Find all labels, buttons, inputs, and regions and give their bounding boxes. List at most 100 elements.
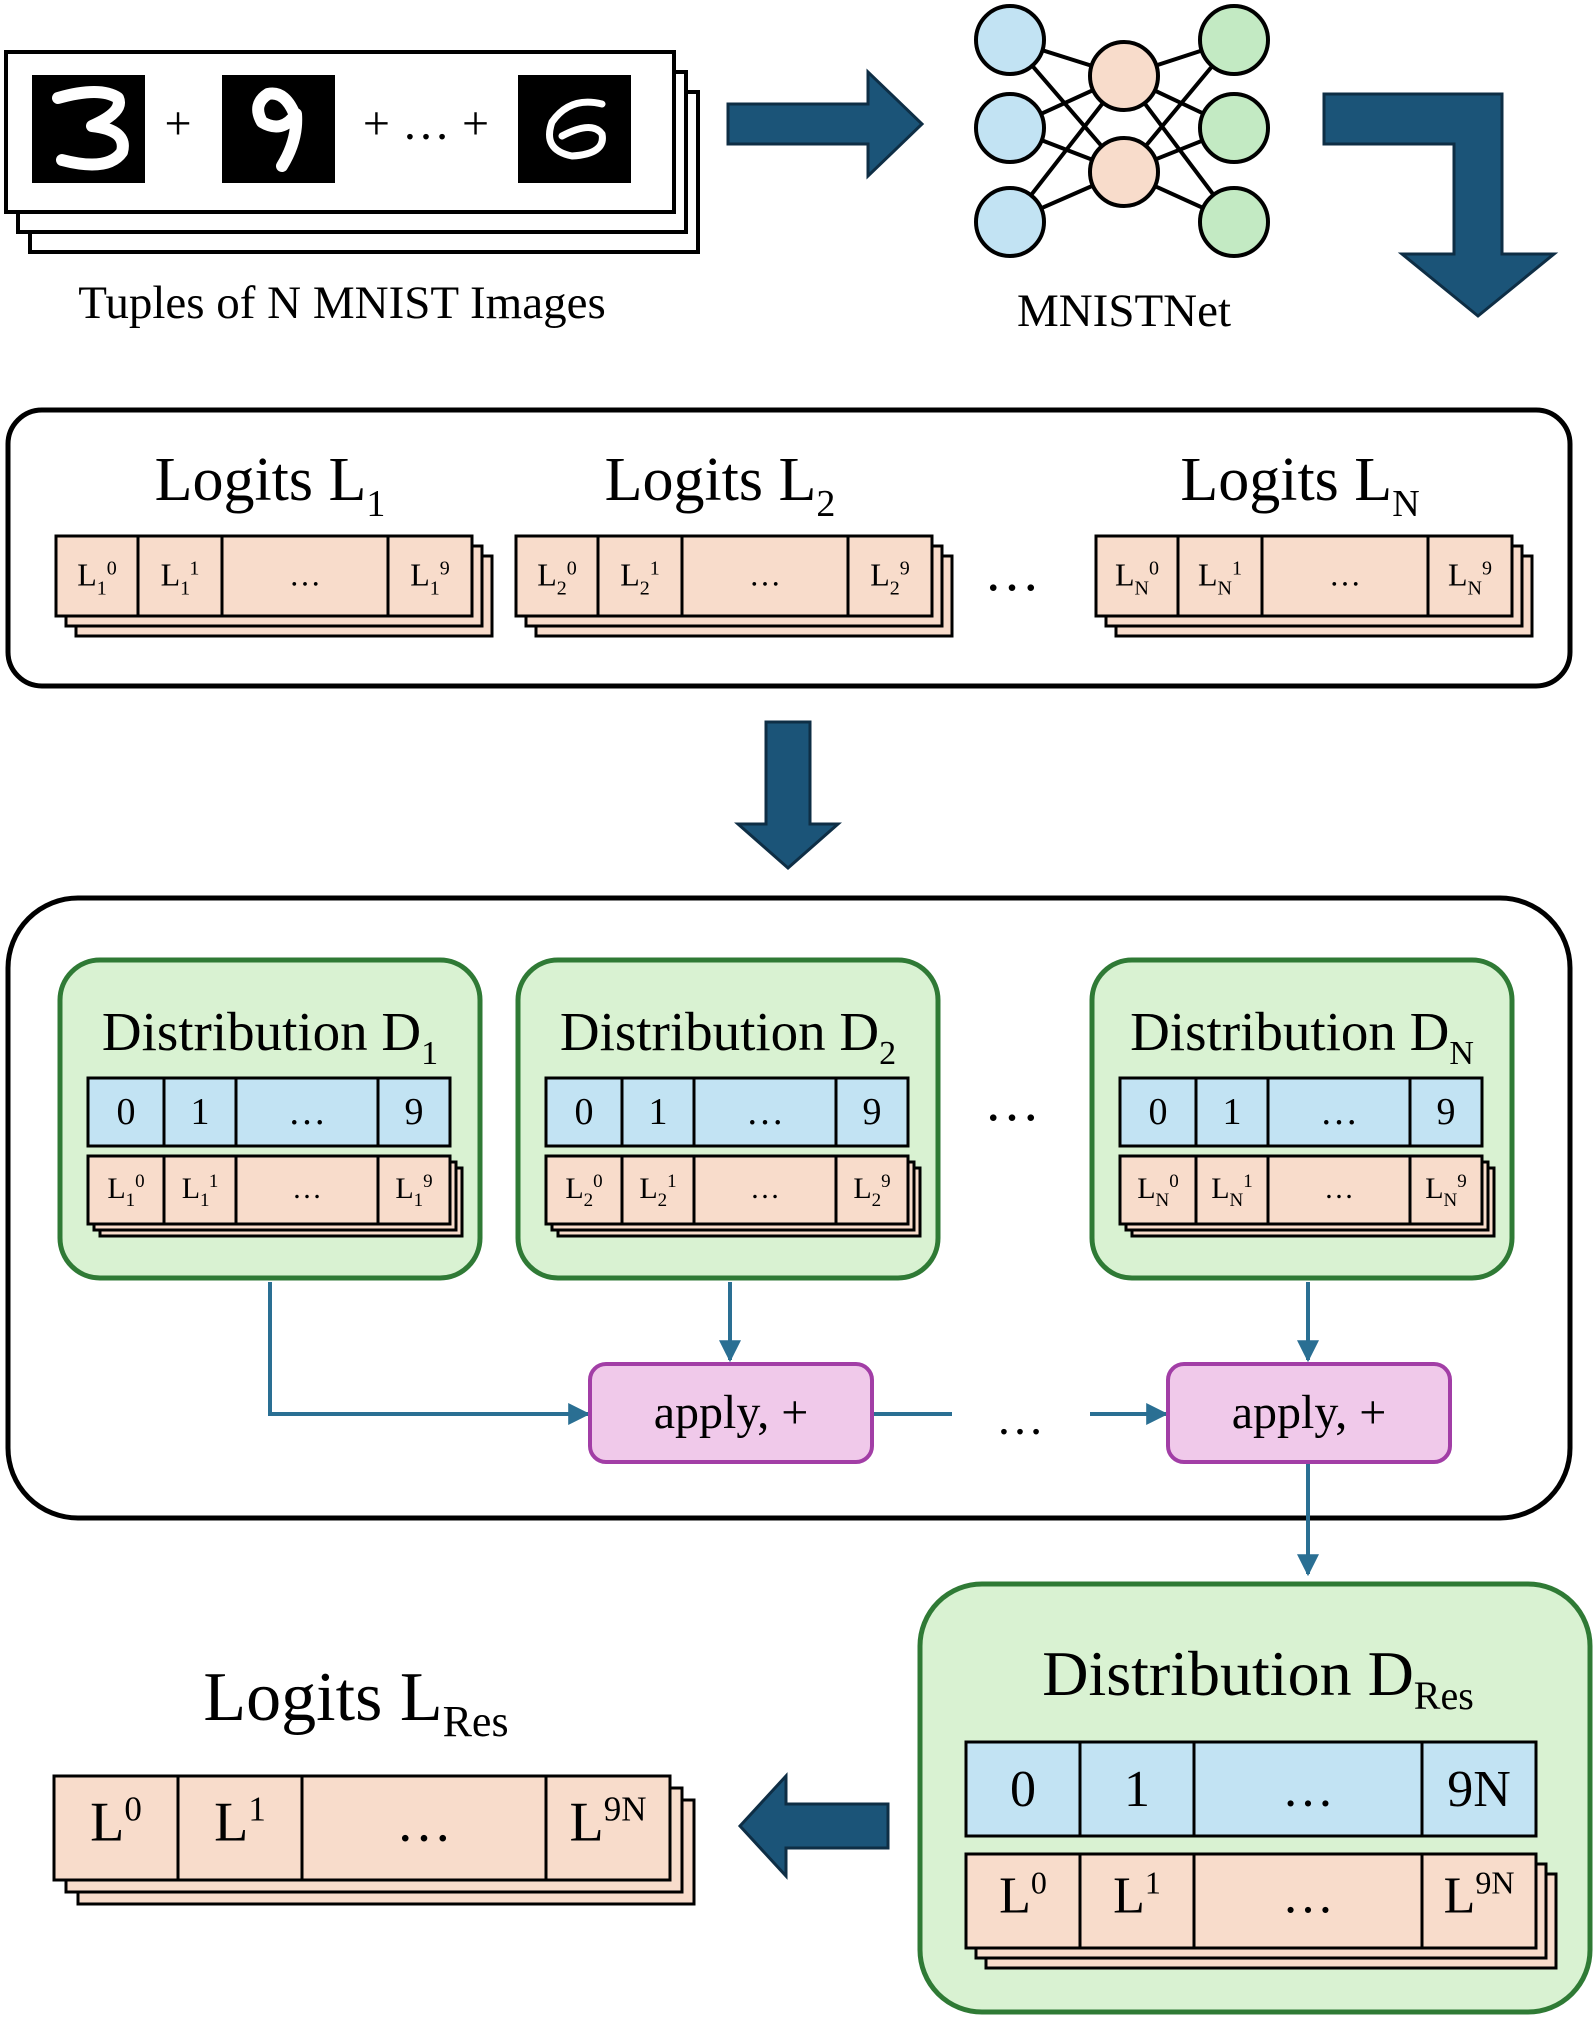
distribution-2-logits-cell-label-3-sup: 9 <box>881 1171 891 1192</box>
distribution-title-2-base: Distribution D <box>560 1001 879 1062</box>
flow-ellipsis: … <box>996 1392 1044 1445</box>
logits-3-cell-label-3-sub: N <box>1468 578 1482 600</box>
logits-2-cell-0 <box>514 534 600 618</box>
logits-3-cell-label-0: LN0 <box>1115 557 1159 600</box>
distribution-title-3: Distribution DN <box>1130 1001 1474 1072</box>
distribution-3-value-cell-3 <box>1408 1076 1484 1148</box>
result-distribution-logits-cell-label-3: L9N <box>1444 1864 1515 1924</box>
logits-3-cell-label-3-base: L <box>1448 557 1468 593</box>
logits-2-cell-label-3: L29 <box>870 557 910 600</box>
result-distribution-logits-cell-label-0-sup: 0 <box>1031 1864 1047 1900</box>
result-distribution-logits-cell-label-1-sup: 1 <box>1145 1864 1161 1900</box>
output-node-1 <box>1198 4 1270 76</box>
distribution-title-3-base: Distribution D <box>1130 1001 1449 1062</box>
inputs-caption: Tuples of N MNIST Images <box>78 277 605 329</box>
result-distribution-logits-cell-label-2-base: … <box>1282 1867 1334 1924</box>
result-distribution-value-label-3: 9N <box>1447 1761 1511 1818</box>
arrow-to-network <box>726 68 925 180</box>
result-logits-cell-label-1-base: L <box>214 1791 248 1853</box>
logits-1-cell-0 <box>54 534 140 618</box>
distribution-2-logits-cell-label-1-base: L <box>639 1172 657 1205</box>
distribution-1-value-label-3: 9 <box>405 1091 424 1133</box>
logits-title-1-base: Logits L <box>155 446 367 514</box>
logits-1-cell-label-3-sup: 9 <box>440 558 450 580</box>
logits-1-cell-label-0-sub: 1 <box>97 578 107 600</box>
result-logits-cell-1 <box>176 1774 304 1882</box>
distribution-2-value-cell-1 <box>620 1076 696 1148</box>
distribution-1-logits-cell-label-1-sup: 1 <box>209 1171 219 1192</box>
distribution-1-value-cell-1 <box>162 1076 238 1148</box>
result-logits-title: Logits LRes <box>203 1659 508 1746</box>
mnist-tuple-stack: + + … + <box>4 50 700 254</box>
distribution-1-logits-cell-label-3: L19 <box>395 1171 432 1211</box>
logits-title-2-base: Logits L <box>605 446 817 514</box>
distribution-1-logits-cell-label-2-base: … <box>292 1172 322 1205</box>
logits-1-cell-label-3: L19 <box>410 557 450 600</box>
distribution-title-2: Distribution D2 <box>560 1001 896 1072</box>
network-caption: MNISTNet <box>1017 285 1231 337</box>
distribution-3-logits-cell-label-0-sup: 0 <box>1169 1171 1179 1192</box>
distribution-2-logits-cell-label-2-base: … <box>750 1172 780 1205</box>
distribution-2-logits-cell-label-0-base: L <box>565 1172 583 1205</box>
distributions-ellipsis: … <box>984 1071 1040 1133</box>
mnistnet-graph <box>974 4 1270 258</box>
logits-1-cell-label-1-sub: 1 <box>180 578 189 600</box>
logits-title-1: Logits L1 <box>155 446 386 525</box>
distribution-1-value-cell-3 <box>376 1076 452 1148</box>
logits-2-cell-label-0: L20 <box>537 557 577 600</box>
distribution-2-logits-cell-label-1-sub: 2 <box>658 1190 668 1211</box>
logits-3-cell-label-1: LN1 <box>1198 557 1242 600</box>
logits-3-cell-0 <box>1094 534 1180 618</box>
distribution-3-logits-cell-3 <box>1408 1154 1484 1226</box>
logits-2-cell-label-0-base: L <box>537 557 557 593</box>
distribution-3-logits-cell-label-3-base: L <box>1425 1172 1443 1205</box>
result-logits-cell-label-2-base: … <box>396 1791 452 1853</box>
distribution-1-logits-cell-label-0-sup: 0 <box>135 1171 145 1192</box>
result-logits-cell-label-3-base: L <box>570 1791 604 1853</box>
logits-3-cell-label-3-sup: 9 <box>1482 558 1492 580</box>
logits-title-3-sub: N <box>1392 483 1419 525</box>
distribution-3-logits-cell-label-3-sub: N <box>1444 1190 1458 1211</box>
logits-1-cell-label-1-sup: 1 <box>189 558 199 580</box>
result-logits-title-sub: Res <box>443 1697 509 1746</box>
result-distribution-logits-cell-3 <box>1420 1852 1538 1950</box>
logits-2-cell-1 <box>596 534 684 618</box>
logits-2-cell-label-2: … <box>749 557 781 593</box>
logits-2-cell-label-3-sup: 9 <box>900 558 910 580</box>
mnist-digit-6-image <box>518 75 631 183</box>
result-logits-cell-label-0-base: L <box>90 1791 124 1853</box>
result-logits-cell-label-1-sup: 1 <box>248 1789 266 1828</box>
output-node-2 <box>1198 92 1270 164</box>
distribution-3-logits-cell-1 <box>1194 1154 1270 1226</box>
logits-title-3: Logits LN <box>1180 446 1419 525</box>
apply-label: apply, + <box>1232 1386 1387 1439</box>
logits-1-cell-label-1-base: L <box>161 557 181 593</box>
logits-2-cell-3 <box>846 534 934 618</box>
result-distribution-logits-cell-label-3-sup: 9N <box>1475 1864 1514 1900</box>
result-distribution-value-label-1: 1 <box>1124 1761 1150 1818</box>
distribution-2-logits-cell-3 <box>834 1154 910 1226</box>
input-node-1 <box>974 4 1046 76</box>
logits-3-cell-label-0-sub: N <box>1135 578 1149 600</box>
logits-3-cell-label-1-sub: N <box>1218 578 1232 600</box>
logits-2-cell-label-1: L21 <box>620 557 660 600</box>
distribution-title-1-base: Distribution D <box>102 1001 421 1062</box>
distribution-3-value-label-3: 9 <box>1437 1091 1456 1133</box>
distribution-3-logits-cell-label-3-sup: 9 <box>1457 1171 1467 1192</box>
logits-3-cell-3 <box>1426 534 1514 618</box>
logits-3-cell-label-3: LN9 <box>1448 557 1492 600</box>
distribution-3-value-cell-1 <box>1194 1076 1270 1148</box>
distribution-2-logits-cell-label-1-sup: 1 <box>667 1171 677 1192</box>
logits-2-cell-label-1-base: L <box>620 557 640 593</box>
result-distribution-logits-cell-label-0-base: L <box>999 1867 1031 1924</box>
distribution-1-logits-cell-label-2: … <box>292 1172 322 1205</box>
result-logits-cell-label-3-sup: 9N <box>604 1789 647 1828</box>
distribution-title-1-sub: 1 <box>421 1035 438 1072</box>
distribution-1-logits-cell-label-1: L11 <box>182 1171 219 1211</box>
hidden-node-2 <box>1088 136 1160 208</box>
